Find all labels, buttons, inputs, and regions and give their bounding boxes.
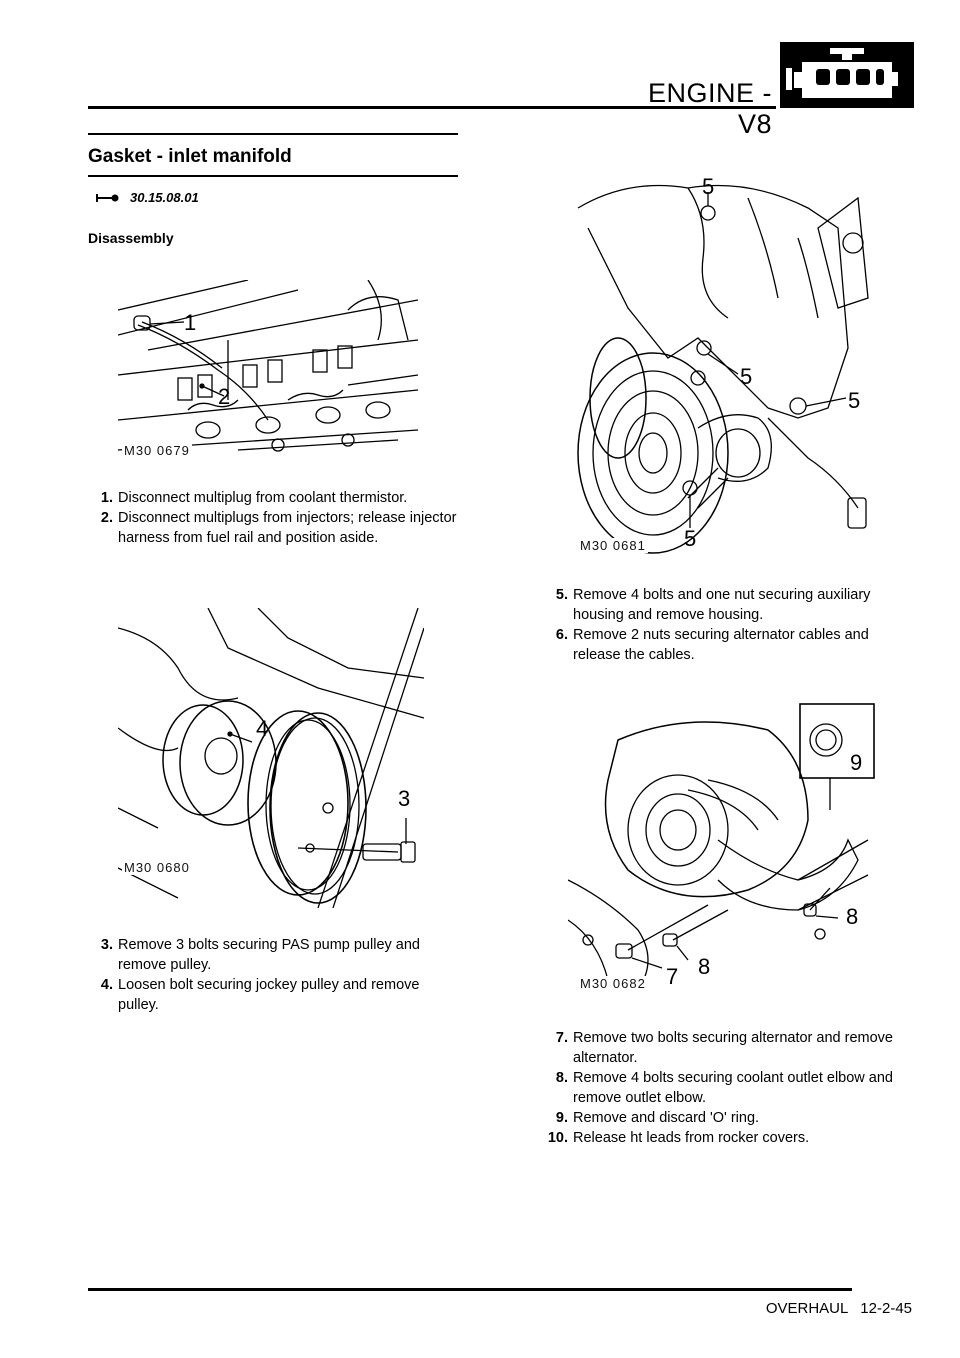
figure-pas-pulley: M30 0680 4 3 bbox=[118, 608, 424, 908]
callout-number: 3 bbox=[398, 786, 411, 811]
step-text: Remove 4 bolts securing coolant outlet e… bbox=[573, 1070, 893, 1106]
step-text: Disconnect multiplug from coolant thermi… bbox=[118, 490, 408, 506]
callout-number: 2 bbox=[218, 384, 231, 409]
step-item: 4. Loosen bolt securing jockey pulley an… bbox=[82, 975, 458, 1015]
callout-number: 5 bbox=[848, 388, 861, 413]
step-number: 8. bbox=[555, 1070, 568, 1086]
operation-code: 30.15.08.01 bbox=[96, 190, 199, 205]
step-item: 1. Disconnect multiplug from coolant the… bbox=[82, 488, 458, 508]
step-item: 8. Remove 4 bolts securing coolant outle… bbox=[537, 1068, 917, 1108]
step-text: Disconnect multiplugs from injectors; re… bbox=[118, 510, 457, 546]
callout-number: 5 bbox=[684, 526, 697, 551]
steps-list-1: 1. Disconnect multiplug from coolant the… bbox=[82, 488, 458, 548]
step-item: 6. Remove 2 nuts securing alternator cab… bbox=[537, 625, 917, 665]
steps-list-4: 7. Remove two bolts securing alternator … bbox=[537, 1028, 917, 1148]
step-number: 1. bbox=[100, 490, 113, 506]
step-item: 9. Remove and discard 'O' ring. bbox=[537, 1108, 917, 1128]
figure-label: M30 0680 bbox=[122, 860, 192, 875]
footer-rule bbox=[88, 1288, 852, 1291]
step-item: 3. Remove 3 bolts securing PAS pump pull… bbox=[82, 935, 458, 975]
step-text: Remove two bolts securing alternator and… bbox=[573, 1030, 893, 1066]
step-number: 5. bbox=[555, 587, 568, 603]
step-text: Remove 2 nuts securing alternator cables… bbox=[573, 627, 869, 663]
page-footer: OVERHAUL 12-2-45 bbox=[765, 1300, 912, 1317]
steps-list-3: 5. Remove 4 bolts and one nut securing a… bbox=[537, 585, 917, 665]
steps-list-2: 3. Remove 3 bolts securing PAS pump pull… bbox=[82, 935, 458, 1015]
step-text: Remove and discard 'O' ring. bbox=[573, 1110, 760, 1126]
step-item: 5. Remove 4 bolts and one nut securing a… bbox=[537, 585, 917, 625]
step-text: Loosen bolt securing jockey pulley and r… bbox=[118, 977, 420, 1013]
section-title: Gasket - inlet manifold bbox=[88, 146, 292, 167]
figure-fuel-rail: M30 0679 1 2 bbox=[118, 280, 418, 470]
callout-number: 8 bbox=[698, 954, 711, 979]
step-item: 2. Disconnect multiplugs from injectors;… bbox=[82, 508, 458, 548]
step-number: 2. bbox=[100, 510, 113, 526]
header-rule bbox=[88, 106, 776, 109]
step-number: 6. bbox=[555, 627, 568, 643]
callout-number: 5 bbox=[740, 364, 753, 389]
figure-label: M30 0681 bbox=[578, 538, 648, 553]
callout-number: 7 bbox=[666, 964, 679, 989]
callout-number: 5 bbox=[702, 174, 715, 199]
section-rule-top bbox=[88, 133, 458, 135]
callout-number: 4 bbox=[256, 716, 269, 741]
step-number: 9. bbox=[555, 1110, 568, 1126]
step-text: Remove 3 bolts securing PAS pump pulley … bbox=[118, 937, 420, 973]
step-text: Release ht leads from rocker covers. bbox=[573, 1130, 810, 1146]
figure-label: M30 0682 bbox=[578, 976, 648, 991]
step-number: 7. bbox=[555, 1030, 568, 1046]
callout-number: 8 bbox=[846, 904, 859, 929]
step-number: 4. bbox=[100, 977, 113, 993]
operation-arrow-icon bbox=[96, 193, 119, 202]
figure-label: M30 0679 bbox=[122, 443, 192, 458]
step-number: 3. bbox=[100, 937, 113, 953]
step-text: Remove 4 bolts and one nut securing auxi… bbox=[573, 587, 871, 623]
step-item: 7. Remove two bolts securing alternator … bbox=[537, 1028, 917, 1068]
engine-icon bbox=[780, 42, 914, 108]
subheading-disassembly: Disassembly bbox=[88, 230, 174, 246]
step-item: 10. Release ht leads from rocker covers. bbox=[537, 1128, 917, 1148]
figure-alternator: M30 0682 9 8 7 8 bbox=[568, 700, 878, 1000]
callout-number: 1 bbox=[184, 310, 197, 335]
operation-code-text: 30.15.08.01 bbox=[130, 190, 199, 205]
callout-number: 9 bbox=[850, 750, 863, 775]
figure-auxiliary-housing: M30 0681 5 5 5 5 bbox=[568, 168, 878, 558]
step-number: 10. bbox=[547, 1130, 568, 1146]
section-rule-bottom bbox=[88, 175, 458, 177]
page-header-title: ENGINE - V8 bbox=[647, 78, 772, 139]
